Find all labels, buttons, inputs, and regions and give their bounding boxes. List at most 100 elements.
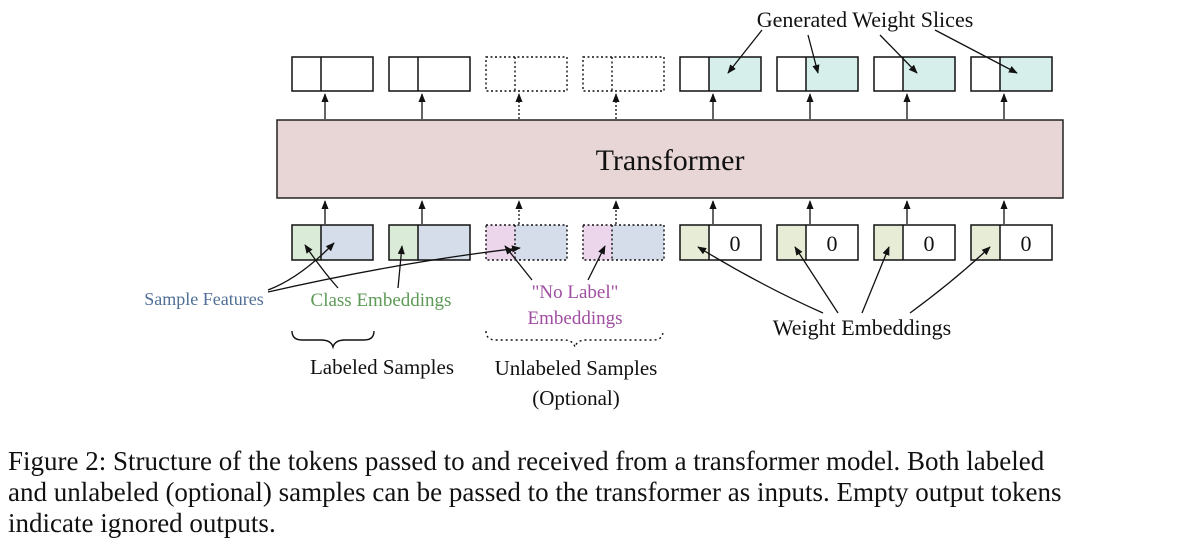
- caption-line-3: indicate ignored outputs.: [8, 508, 276, 538]
- output-token-8-outline: [970, 56, 1053, 92]
- output-token-3: [485, 56, 568, 92]
- input-token-1-right-cell: [321, 225, 373, 260]
- output-token-4: [582, 56, 665, 92]
- input-token-7-zero: 0: [924, 231, 935, 256]
- weight-embeddings-arrow-2: [794, 246, 839, 314]
- output-token-6-outline: [776, 56, 859, 92]
- input-token-4-outline: [582, 224, 665, 261]
- output-token-5-left-cell: [680, 57, 709, 91]
- output-token-3-outline: [485, 56, 568, 92]
- output-token-2-outline: [388, 56, 471, 92]
- input-token-8: [970, 224, 1053, 261]
- input-token-1-left-cell: [292, 225, 321, 260]
- output-token-7-left-cell: [874, 57, 903, 91]
- output-token-8-right-cell: [1000, 57, 1052, 91]
- sample-features-arrow-1: [267, 242, 335, 291]
- input-token-1: [291, 224, 374, 261]
- output-token-3-right-cell: [515, 57, 567, 91]
- class-embeddings-arrow-2: [397, 245, 405, 289]
- input-token-7-left-cell: [874, 225, 903, 260]
- token-layer: 0 0 0 0: [291, 56, 1053, 261]
- input-token-8-right-cell: [1000, 225, 1052, 260]
- output-token-6: [776, 56, 859, 92]
- token-arrows: [321, 93, 1008, 224]
- input-token-3: [485, 224, 568, 261]
- output-token-1-outline: [291, 56, 374, 92]
- input-token-3-left-cell: [486, 225, 515, 260]
- input-token-5-zero: 0: [730, 231, 741, 256]
- labeled-samples-label: Labeled Samples: [310, 355, 454, 379]
- output-token-8-left-cell: [971, 57, 1000, 91]
- output-token-2: [388, 56, 471, 92]
- sample-features-arrow-2: [267, 245, 521, 293]
- input-token-8-zero: 0: [1021, 231, 1032, 256]
- input-token-8-left-cell: [971, 225, 1000, 260]
- output-token-5-right-cell: [709, 57, 761, 91]
- output-token-1: [291, 56, 374, 92]
- figure-caption: Figure 2: Structure of the tokens passed…: [8, 446, 1196, 539]
- no-label-embeddings-label-line2: Embeddings: [528, 308, 623, 329]
- generated-slices-arrow-2: [807, 34, 820, 74]
- transformer-block: [276, 119, 1064, 199]
- class-embeddings-label: Class Embeddings: [311, 290, 452, 311]
- unlabeled-samples-label-line2: (Optional): [532, 386, 619, 410]
- labeled-samples-brace: [291, 330, 375, 350]
- output-token-1-left-cell: [292, 57, 321, 91]
- output-token-5-outline: [679, 56, 762, 92]
- input-token-2-right-cell: [418, 225, 470, 260]
- output-token-8: [970, 56, 1053, 92]
- no-label-arrow-2: [587, 245, 606, 281]
- output-token-4-outline: [582, 56, 665, 92]
- no-label-embeddings-label-line1: "No Label": [532, 282, 619, 303]
- generated-slices-arrow-1: [727, 29, 763, 74]
- output-token-7-right-cell: [903, 57, 955, 91]
- output-token-7: [873, 56, 956, 92]
- output-token-3-left-cell: [486, 57, 515, 91]
- input-token-3-right-cell: [515, 225, 567, 260]
- output-token-2-right-cell: [418, 57, 470, 91]
- input-token-7-right-cell: [903, 225, 955, 260]
- unlabeled-samples-brace: [485, 330, 664, 350]
- generated-weight-slices-label: Generated Weight Slices: [757, 7, 974, 32]
- output-token-4-left-cell: [583, 57, 612, 91]
- output-token-1-right-cell: [321, 57, 373, 91]
- output-token-6-left-cell: [777, 57, 806, 91]
- input-token-6-right-cell: [806, 225, 858, 260]
- input-token-5-left-cell: [680, 225, 709, 260]
- caption-line-1: Figure 2: Structure of the tokens passed…: [8, 446, 1045, 476]
- input-token-1-outline: [291, 224, 374, 261]
- input-token-4-right-cell: [612, 225, 664, 260]
- transformer-label: Transformer: [596, 144, 745, 177]
- output-token-6-right-cell: [806, 57, 858, 91]
- input-token-4: [582, 224, 665, 261]
- input-token-3-outline: [485, 224, 568, 261]
- output-token-7-outline: [873, 56, 956, 92]
- generated-slices-arrow-3: [879, 34, 918, 74]
- input-token-6: [776, 224, 859, 261]
- input-token-7-outline: [873, 224, 956, 261]
- weight-embeddings-label: Weight Embeddings: [773, 315, 951, 340]
- input-token-6-left-cell: [777, 225, 806, 260]
- input-token-8-outline: [970, 224, 1053, 261]
- no-label-arrow-1: [504, 245, 533, 281]
- generated-slices-arrow-4: [934, 29, 1018, 74]
- token-structure-diagram: Transformer 0 0 0 0 Generated Weight Slices…: [144, 7, 1064, 410]
- input-token-4-left-cell: [583, 225, 612, 260]
- class-embeddings-arrow-1: [304, 244, 339, 289]
- input-token-2-left-cell: [389, 225, 418, 260]
- label-arrows: [267, 29, 1018, 314]
- input-token-5-right-cell: [709, 225, 761, 260]
- input-token-5: [679, 224, 762, 261]
- sample-features-label: Sample Features: [144, 289, 263, 309]
- output-token-2-left-cell: [389, 57, 418, 91]
- caption-line-2: and unlabeled (optional) samples can be …: [8, 477, 1062, 507]
- weight-embeddings-arrow-1: [697, 246, 824, 314]
- input-token-2: [388, 224, 471, 261]
- input-token-6-outline: [776, 224, 859, 261]
- output-token-4-right-cell: [612, 57, 664, 91]
- weight-embeddings-arrow-4: [909, 246, 991, 314]
- input-token-6-zero: 0: [827, 231, 838, 256]
- weight-embeddings-arrow-3: [861, 246, 890, 314]
- unlabeled-samples-label-line1: Unlabeled Samples: [495, 356, 658, 380]
- output-token-5: [679, 56, 762, 92]
